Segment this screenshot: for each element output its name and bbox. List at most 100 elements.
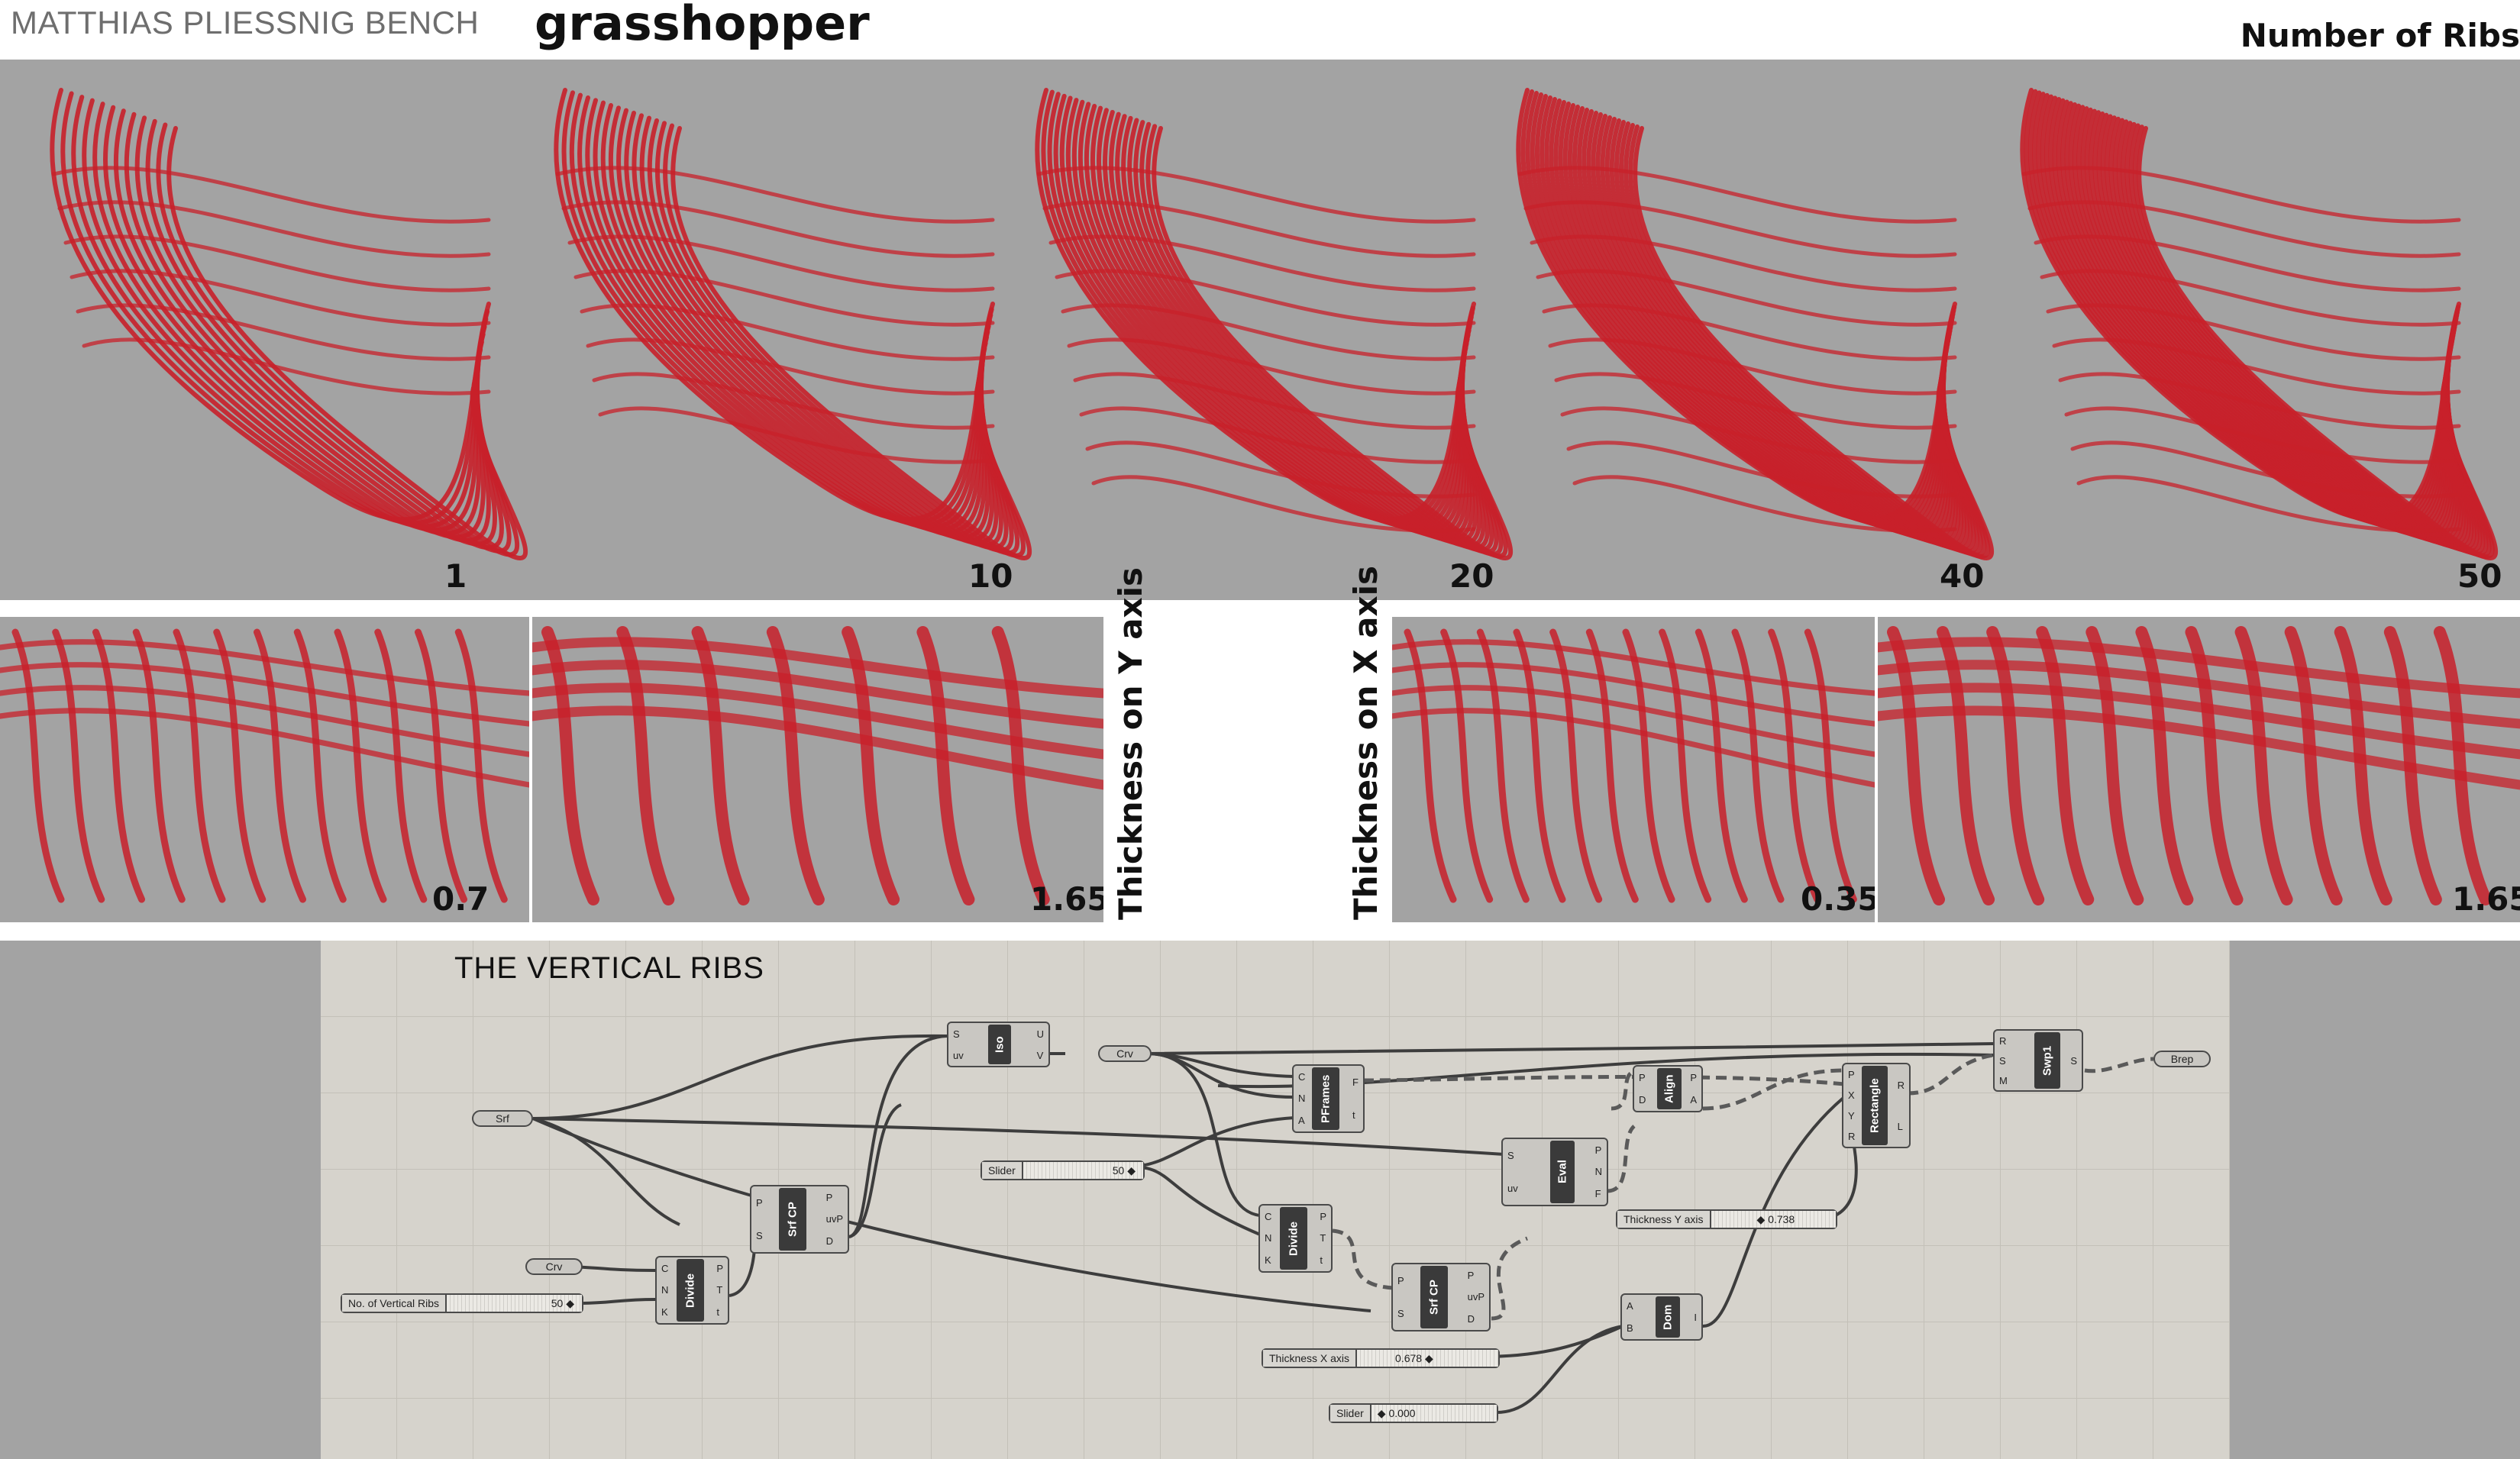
rib-curve: [1549, 628, 1603, 903]
rib-curve: [1523, 200, 1957, 258]
rib-curve: [2027, 200, 2461, 258]
slider-value: 50: [1112, 1164, 1125, 1177]
crv-param[interactable]: Crv: [525, 1258, 583, 1275]
section-title: Number of Ribs: [2240, 17, 2520, 54]
rib-curve: [2046, 303, 2461, 361]
slider-track[interactable]: 0.678 ◆: [1357, 1350, 1498, 1367]
rib-curve: [1476, 628, 1530, 903]
rib-curve: [2021, 166, 2461, 224]
rib-count-label: 40: [1940, 557, 1985, 595]
rib-curve: [2070, 441, 2461, 499]
rib-curve: [1572, 475, 1957, 533]
rib-curve: [1392, 662, 1875, 727]
crv-param[interactable]: Crv: [1098, 1045, 1152, 1062]
slider-label: Slider: [1330, 1405, 1371, 1422]
rib-curve: [51, 166, 491, 224]
rib-curve: [1542, 303, 1957, 361]
rib-curve: [616, 626, 675, 905]
rib-curve: [1392, 685, 1875, 757]
rib-count-label: 1: [444, 557, 467, 595]
vertical-ribs-slider[interactable]: No. of Vertical Ribs 50 ◆: [341, 1293, 583, 1313]
slider-label: Thickness X axis: [1263, 1350, 1358, 1367]
srf-param[interactable]: Srf: [472, 1110, 533, 1127]
rib-curve: [173, 628, 226, 903]
rib-curve: [1055, 269, 1476, 327]
rib-count-label: 10: [968, 557, 1013, 595]
rib-curve: [166, 126, 528, 560]
slider-track[interactable]: ◆ 0.000: [1371, 1405, 1497, 1422]
rib-curve: [1440, 628, 1494, 903]
thickness-y-panel-1: 0.7: [0, 617, 529, 922]
rib-curve: [1878, 683, 2520, 760]
ribs-slider[interactable]: Slider 50 ◆: [981, 1160, 1145, 1180]
rib-curve: [1061, 303, 1476, 361]
rib-curve: [1548, 337, 1957, 395]
rib-curve: [213, 628, 267, 903]
rib-curve: [92, 628, 145, 903]
rib-curve: [1085, 441, 1476, 499]
thickness-x-panel-2: 1.65: [1878, 617, 2520, 922]
slider-value: 0.000: [1388, 1407, 1416, 1419]
thickness-rendering: [532, 626, 1103, 905]
rib-curve: [415, 628, 467, 903]
rib-curve: [532, 637, 1103, 699]
rib-curve: [555, 166, 995, 224]
rib-curve: [69, 269, 491, 327]
rib-curve: [580, 303, 995, 361]
rib-curve: [2185, 626, 2244, 905]
rib-curve: [57, 200, 491, 258]
thickness-y-slider[interactable]: Thickness Y axis ◆ 0.738: [1616, 1209, 1837, 1229]
rib-curve: [2064, 406, 2461, 464]
slider-track[interactable]: 50 ◆: [447, 1295, 582, 1312]
rib-curve: [1152, 126, 1514, 560]
rib-curve: [2433, 626, 2492, 905]
thickness-value-label: 0.7: [432, 880, 489, 918]
rib-curve: [1986, 626, 2045, 905]
rib-curve: [1392, 639, 1875, 696]
rib-curve: [1622, 628, 1675, 903]
rib-curve: [1731, 628, 1785, 903]
rib-curve: [532, 660, 1103, 729]
domain-slider[interactable]: Slider ◆ 0.000: [1329, 1403, 1498, 1423]
brep-param[interactable]: Brep: [2153, 1051, 2211, 1067]
slider-track[interactable]: 50 ◆: [1023, 1162, 1143, 1179]
slider-label: Slider: [982, 1162, 1023, 1179]
slider-track[interactable]: ◆ 0.738: [1711, 1211, 1836, 1228]
grasshopper-canvas[interactable]: THE VERTICAL RIBS Srf Crv Crv Brep No. o…: [321, 941, 2230, 1459]
slider-value: 0.678: [1395, 1352, 1423, 1364]
rib-curve: [1937, 626, 1995, 905]
rib-curve: [82, 337, 491, 395]
rib-curve: [1566, 441, 1957, 499]
page-title: grasshopper: [535, 0, 870, 51]
ribs-viewport-panel: 1 10 20 40 50: [0, 60, 2520, 600]
rib-curve: [1560, 406, 1957, 464]
rib-curve: [1513, 628, 1566, 903]
thickness-x-slider[interactable]: Thickness X axis 0.678 ◆: [1262, 1348, 1500, 1368]
rib-curve: [2040, 269, 2461, 327]
rib-curve: [454, 628, 508, 903]
thickness-y-axis-label: Thickness on Y axis: [1112, 566, 1149, 920]
rib-curve: [52, 628, 105, 903]
rib-curve: [1517, 166, 1957, 224]
rib-curve: [1804, 628, 1857, 903]
rib-curve: [2034, 234, 2461, 292]
rib-curve: [2058, 372, 2461, 430]
rib-curve: [2085, 626, 2144, 905]
thickness-value-label: 0.35: [1801, 880, 1875, 918]
rib-curve: [0, 662, 529, 727]
rib-curve: [1404, 628, 1457, 903]
rib-curve: [1878, 637, 2520, 699]
slider-label: Thickness Y axis: [1617, 1211, 1711, 1228]
rib-curve: [1878, 705, 2520, 790]
